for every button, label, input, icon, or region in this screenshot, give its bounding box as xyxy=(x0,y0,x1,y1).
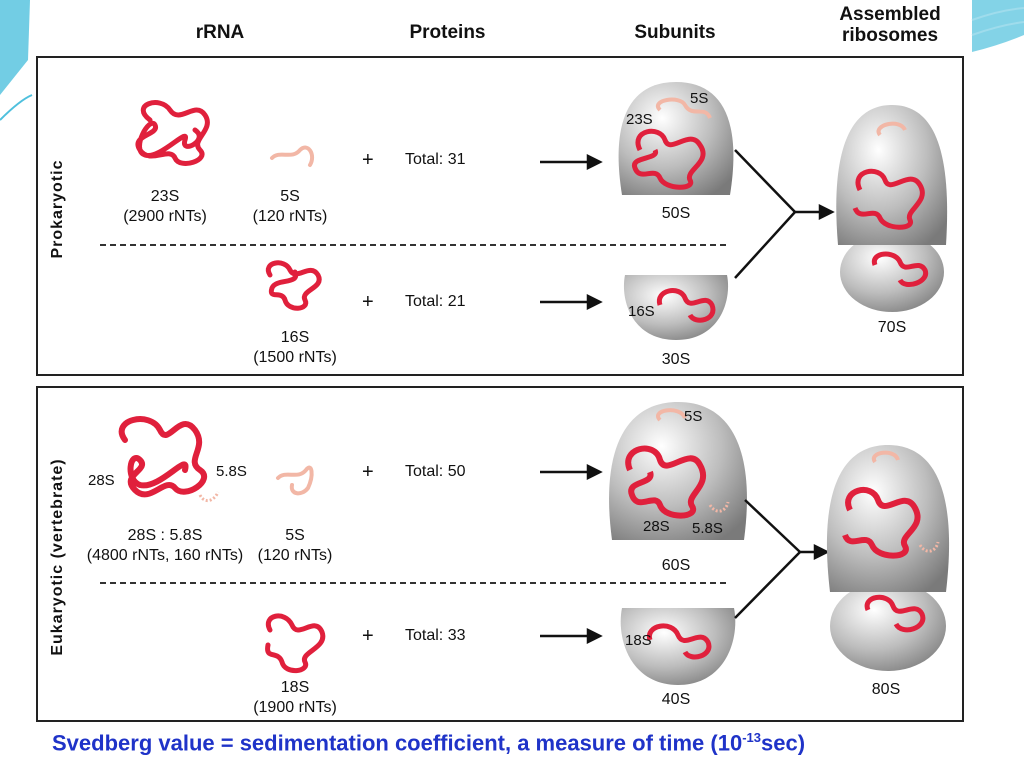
rrna-23s-icon xyxy=(135,100,210,166)
subunit-40s-icon xyxy=(620,608,736,685)
ribosome-70s-icon xyxy=(836,105,948,312)
rrna-16s-icon xyxy=(265,260,322,311)
rrna-23s-nts: (2900 rNTs) xyxy=(123,208,207,225)
rrna-5s-euk-label: 5S (120 rNTs) xyxy=(250,526,340,566)
eukaryotic-divider xyxy=(100,582,726,584)
rrna-5s-name: 5S xyxy=(280,188,300,205)
rrna-23s-label: 23S (2900 rNTs) xyxy=(105,187,225,227)
rrna-5s-euk-nts: (120 rNTs) xyxy=(257,547,333,564)
rrna-5s-nts: (120 rNTs) xyxy=(252,208,328,225)
proteins-total-40s: Total: 33 xyxy=(405,627,466,644)
footnote-text: Svedberg value = sedimentation coefficie… xyxy=(52,730,743,756)
rrna-23s-name: 23S xyxy=(150,188,180,205)
rrna-18s-label: 18S (1900 rNTs) xyxy=(235,678,355,718)
rrna-28s-label: 28S : 5.8S (4800 rNTs, 160 rNTs) xyxy=(74,526,256,566)
ribosome-80s-icon xyxy=(826,445,950,671)
arrow-icon xyxy=(540,153,603,645)
rrna-5s-euk-icon xyxy=(276,465,314,496)
header-assembled-line1: Assembled xyxy=(839,4,941,25)
rrna-18s-nts: (1900 rNTs) xyxy=(253,699,337,716)
header-assembled: Assembled ribosomes xyxy=(830,4,950,46)
rrna-5s-icon xyxy=(270,145,315,167)
rrna-5-8s-tag: 5.8S xyxy=(216,463,247,480)
assembly-arrow-icon xyxy=(734,149,835,279)
header-subunits: Subunits xyxy=(634,22,716,43)
subunit-40s-name: 40S xyxy=(661,691,691,708)
header-proteins: Proteins xyxy=(409,22,486,43)
subunit-30s-icon xyxy=(623,275,729,340)
header-assembled-line2: ribosomes xyxy=(841,25,939,46)
rrna-16s-name: 16S xyxy=(280,329,310,346)
rrna-5s-euk-name: 5S xyxy=(285,527,305,544)
proteins-total-50s: Total: 31 xyxy=(405,151,466,168)
subunit-60s-tag-5s: 5S xyxy=(684,408,703,425)
rrna-16s-label: 16S (1500 rNTs) xyxy=(235,328,355,368)
rrna-28s-tag: 28S xyxy=(88,472,115,489)
subunit-60s-icon xyxy=(609,402,747,540)
subunit-40s-tag-18s: 18S xyxy=(625,632,652,649)
rrna-5s-label: 5S (120 rNTs) xyxy=(235,187,345,227)
subunit-60s-tag-28s: 28S xyxy=(643,518,670,535)
ribosome-70s-name: 70S xyxy=(877,319,907,336)
rrna-28s-icon xyxy=(118,416,208,498)
ribosome-80s-name: 80S xyxy=(871,681,901,698)
proteins-total-30s: Total: 21 xyxy=(405,293,466,310)
rrna-18s-name: 18S xyxy=(280,679,310,696)
subunit-60s-tag-5-8s: 5.8S xyxy=(692,520,723,537)
plus-sign: + xyxy=(362,625,374,647)
footnote-unit: sec) xyxy=(760,730,806,756)
subunit-50s-icon xyxy=(618,82,734,195)
plus-sign: + xyxy=(362,291,374,313)
rrna-28s-name: 28S : 5.8S xyxy=(127,527,203,544)
rrna-28s-nts: (4800 rNTs, 160 rNTs) xyxy=(86,547,244,564)
assembly-arrow-euk-icon xyxy=(734,499,830,619)
rrna-5-8s-icon xyxy=(198,491,220,503)
rrna-18s-icon xyxy=(265,613,326,674)
svedberg-footnote: Svedberg value = sedimentation coefficie… xyxy=(52,730,805,756)
plus-sign: + xyxy=(362,149,374,171)
subunit-30s-name: 30S xyxy=(661,351,691,368)
header-rrna: rRNA xyxy=(195,22,245,43)
rrna-16s-nts: (1500 rNTs) xyxy=(253,349,337,366)
plus-sign: + xyxy=(362,461,374,483)
subunit-50s-name: 50S xyxy=(661,205,691,222)
subunit-30s-tag-16s: 16S xyxy=(628,303,655,320)
subunit-50s-tag-23s: 23S xyxy=(626,111,653,128)
footnote-exponent: -13 xyxy=(742,730,761,745)
eukaryotic-panel xyxy=(36,386,964,722)
subunit-60s-name: 60S xyxy=(661,557,691,574)
subunit-50s-tag-5s: 5S xyxy=(690,90,709,107)
prokaryotic-divider xyxy=(100,244,726,246)
proteins-total-60s: Total: 50 xyxy=(405,463,466,480)
